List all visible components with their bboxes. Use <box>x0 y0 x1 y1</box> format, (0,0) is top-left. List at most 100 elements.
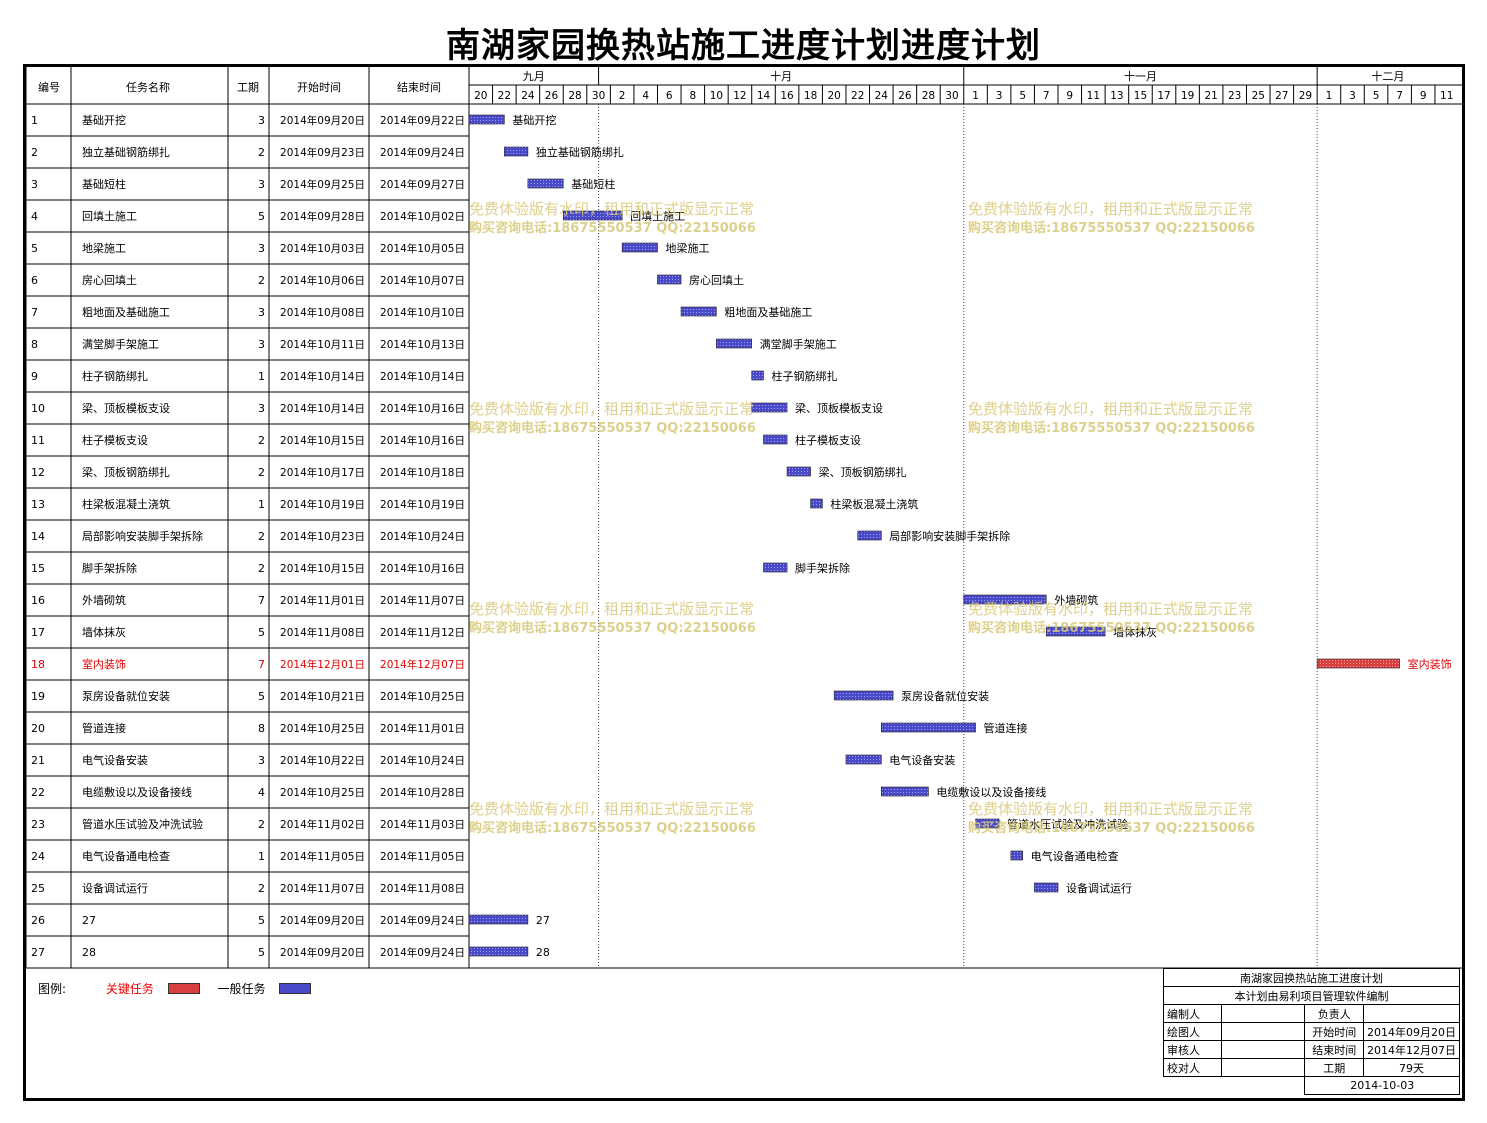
month-label: 九月 <box>523 70 545 83</box>
task-id: 7 <box>31 306 38 319</box>
task-bar-label: 满堂脚手架施工 <box>760 337 837 351</box>
task-bar <box>833 690 894 701</box>
task-start: 2014年09月20日 <box>280 114 365 127</box>
task-start: 2014年10月14日 <box>280 402 365 415</box>
task-bar-label: 房心回填土 <box>689 273 744 287</box>
task-id: 12 <box>31 466 45 479</box>
task-duration: 2 <box>258 882 265 895</box>
task-bar <box>1045 626 1106 637</box>
task-start: 2014年12月01日 <box>280 658 365 671</box>
task-bar <box>504 146 529 157</box>
day-label: 22 <box>851 90 864 102</box>
task-bar-label: 基础开挖 <box>512 113 556 127</box>
task-id: 17 <box>31 626 45 639</box>
task-bar <box>657 274 682 285</box>
task-bar <box>527 178 564 189</box>
task-start: 2014年09月23日 <box>280 146 365 159</box>
task-id: 18 <box>31 658 45 671</box>
task-end: 2014年11月03日 <box>380 818 465 831</box>
task-end: 2014年09月24日 <box>380 914 465 927</box>
task-id: 15 <box>31 562 45 575</box>
task-id: 24 <box>31 850 45 863</box>
task-end: 2014年10月14日 <box>380 370 465 383</box>
watermark-line1: 免费体验版有水印，租用和正式版显示正常 <box>469 600 754 618</box>
task-bar <box>963 594 1047 605</box>
info-software: 本计划由易利项目管理软件编制 <box>1163 986 1460 1005</box>
task-duration: 1 <box>258 850 265 863</box>
task-bar-label: 27 <box>536 914 550 927</box>
task-end: 2014年10月18日 <box>380 466 465 479</box>
day-label: 5 <box>1373 90 1380 102</box>
task-id: 4 <box>31 210 38 223</box>
task-bar-label: 墙体抹灰 <box>1113 625 1157 639</box>
task-bar <box>845 754 882 765</box>
watermark-line2: 购买咨询电话:18675550537 QQ:22150066 <box>469 620 756 636</box>
task-start: 2014年10月15日 <box>280 562 365 575</box>
info-start-label: 开始时间 <box>1304 1022 1364 1041</box>
day-label: 20 <box>474 90 487 102</box>
day-label: 8 <box>689 90 696 102</box>
info-start-value: 2014年09月20日 <box>1363 1022 1460 1041</box>
legend-label: 图例: <box>38 982 67 996</box>
task-end: 2014年10月24日 <box>380 530 465 543</box>
task-start: 2014年10月11日 <box>280 338 365 351</box>
task-id: 2 <box>31 146 38 159</box>
info-block: 南湖家园换热站施工进度计划 本计划由易利项目管理软件编制 编制人 负责人 绘图人… <box>1163 968 1460 1095</box>
task-bar-label: 室内装饰 <box>1408 657 1452 671</box>
watermark-line2: 购买咨询电话:18675550537 QQ:22150066 <box>968 620 1255 636</box>
day-label: 17 <box>1157 90 1170 102</box>
task-end: 2014年09月24日 <box>380 146 465 159</box>
task-duration: 2 <box>258 562 265 575</box>
task-duration: 2 <box>258 274 265 287</box>
gantt-header: 编号 任务名称 工期 开始时间 结束时间 <box>38 80 441 94</box>
task-duration: 3 <box>258 754 265 767</box>
legend-critical-swatch <box>167 983 200 994</box>
info-drafter-label: 绘图人 <box>1163 1022 1222 1041</box>
task-duration: 5 <box>258 914 265 927</box>
day-label: 6 <box>666 90 673 102</box>
task-bar <box>680 306 717 317</box>
task-start: 2014年10月19日 <box>280 498 365 511</box>
task-duration: 2 <box>258 146 265 159</box>
task-end: 2014年10月10日 <box>380 306 465 319</box>
task-bar <box>468 914 529 925</box>
task-bar-label: 基础短柱 <box>571 177 615 191</box>
day-label: 14 <box>757 90 771 102</box>
day-label: 15 <box>1134 90 1147 102</box>
task-start: 2014年09月20日 <box>280 946 365 959</box>
task-bar-label: 管道水压试验及冲洗试验 <box>1007 817 1128 831</box>
task-duration: 2 <box>258 818 265 831</box>
task-name: 独立基础钢筋绑扎 <box>82 145 170 159</box>
task-name: 局部影响安装脚手架拆除 <box>82 529 203 543</box>
info-blank <box>1163 1076 1306 1095</box>
info-duration-value: 79天 <box>1363 1058 1460 1077</box>
task-end: 2014年10月13日 <box>380 338 465 351</box>
watermark-line1: 免费体验版有水印，租用和正式版显示正常 <box>968 800 1253 818</box>
task-duration: 2 <box>258 434 265 447</box>
task-end: 2014年10月25日 <box>380 690 465 703</box>
task-bar-label: 地梁施工 <box>665 241 709 255</box>
task-name: 地梁施工 <box>82 241 126 255</box>
task-name: 柱梁板混凝土浇筑 <box>82 497 170 511</box>
day-label: 9 <box>1066 90 1073 102</box>
watermark-line2: 购买咨询电话:18675550537 QQ:22150066 <box>968 420 1255 436</box>
task-bar-label: 局部影响安装脚手架拆除 <box>889 529 1010 543</box>
task-name: 房心回填土 <box>82 273 137 287</box>
task-start: 2014年11月02日 <box>280 818 365 831</box>
task-start: 2014年10月08日 <box>280 306 365 319</box>
task-bar <box>1034 882 1059 893</box>
task-id: 3 <box>31 178 38 191</box>
month-label: 十月 <box>770 69 792 83</box>
task-id: 11 <box>31 434 45 447</box>
task-duration: 5 <box>258 626 265 639</box>
day-label: 13 <box>1110 90 1123 102</box>
task-bar-label: 粗地面及基础施工 <box>724 306 812 319</box>
header-end: 结束时间 <box>397 81 441 94</box>
task-bar <box>716 338 753 349</box>
day-label: 2 <box>619 90 626 102</box>
day-label: 30 <box>592 90 605 102</box>
day-label: 20 <box>827 90 840 102</box>
task-bar <box>562 210 623 221</box>
day-label: 24 <box>875 90 889 102</box>
